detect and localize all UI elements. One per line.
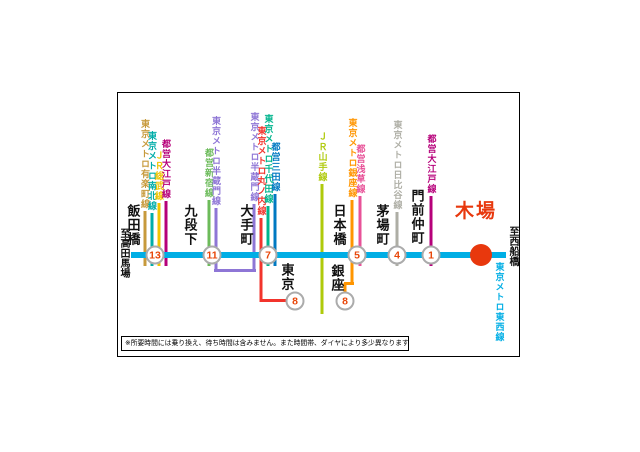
note-box: ※所要時間には乗り換え、待ち時間は含みません。また時間帯、ダイヤにより多少異なり… [121, 336, 409, 351]
time-circle-iidabashi: 13 [145, 245, 165, 265]
line-segment-hanzomon-connector [214, 269, 256, 272]
line-label-oedo-iidabashi: 都営大江戸線 [161, 139, 171, 199]
line-segment-oedo-monzennakacho [429, 196, 433, 266]
line-label-shinjuku: 都営新宿線 [204, 148, 214, 198]
station-name-monzennakacho: 門前仲町 [409, 189, 425, 245]
line-label-yamanote: ＪＲ山手線 [317, 132, 328, 182]
line-label-asakusa: 都営浅草線 [355, 144, 366, 194]
line-label-hibiya: 東京メトロ日比谷線 [392, 120, 403, 210]
line-label-marunouchi: 東京メトロ丸ノ内線 [256, 126, 267, 216]
line-segment-asakusa [358, 196, 362, 266]
time-circle-monzennakacho: 1 [421, 245, 441, 265]
terminal-label-takadanobaba: 至高田馬場 [118, 228, 129, 278]
line-segment-yurakucho [143, 211, 146, 266]
line-segment-namboku [150, 213, 153, 266]
tozai-main-line [131, 252, 506, 258]
line-segment-chiyoda [266, 206, 270, 266]
line-label-mita: 都営三田線 [270, 142, 281, 192]
station-name-ginza: 銀座 [329, 264, 345, 292]
line-segment-sobu [157, 203, 160, 266]
line-label-hanzomon-kudanshita: 東京メトロ半蔵門線 [211, 116, 221, 206]
line-segment-marunouchi-to-tokyo [259, 299, 286, 302]
time-circle-ginza: 8 [335, 291, 355, 311]
line-label-hanzomon-otemachi: 東京メトロ半蔵門線 [249, 112, 260, 202]
time-circle-nihombashi: 5 [347, 245, 367, 265]
time-circle-kayabacho: 4 [387, 245, 407, 265]
destination-name-kiba: 木場 [455, 201, 498, 222]
line-segment-yamanote [320, 184, 324, 314]
time-circle-otemachi: 7 [258, 245, 278, 265]
time-circle-kudanshita: 11 [202, 245, 222, 265]
note-text: ※所要時間には乗り換え、待ち時間は含みません。また時間帯、ダイヤにより多少異なり… [125, 340, 409, 347]
line-label-namboku: 東京メトロ南北線 [147, 131, 157, 211]
line-label-ginza-line: 東京メトロ銀座線 [347, 118, 358, 198]
line-segment-ginza-to-ginza-station [343, 283, 347, 294]
station-name-kayabacho: 茅場町 [374, 204, 390, 246]
line-segment-hanzomon-kudanshita [214, 208, 217, 272]
terminal-label-nishifunabashi: 至西船橋 [507, 226, 518, 266]
line-segment-shinjuku [207, 200, 210, 266]
line-segment-hanzomon-otemachi [252, 204, 256, 272]
line-segment-hibiya [395, 212, 399, 266]
station-name-nihombashi: 日本橋 [331, 204, 347, 246]
line-label-chiyoda: 東京メトロ千代田線 [263, 114, 274, 204]
line-segment-ginza-line [350, 200, 354, 284]
line-label-oedo-monzennakacho: 都営大江戸線 [426, 134, 437, 194]
time-circle-tokyo: 8 [285, 291, 305, 311]
station-name-iidabashi: 飯田橋 [125, 204, 141, 246]
station-name-tokyo: 東京 [279, 263, 295, 291]
line-segment-oedo-iidabashi [164, 201, 167, 266]
station-name-otemachi: 大手町 [238, 204, 254, 246]
line-segment-mita [273, 194, 277, 266]
destination-circle-kiba [470, 244, 492, 266]
diagram-border [117, 92, 520, 357]
line-label-sobu: ＪＲ総武線 [154, 151, 164, 201]
line-segment-ginza-elbow [343, 282, 354, 285]
line-label-yurakucho: 東京メトロ有楽町線 [140, 119, 150, 209]
tozai-line-label: 東京メトロ東西線 [494, 262, 505, 342]
station-name-kudanshita: 九段下 [182, 204, 198, 246]
